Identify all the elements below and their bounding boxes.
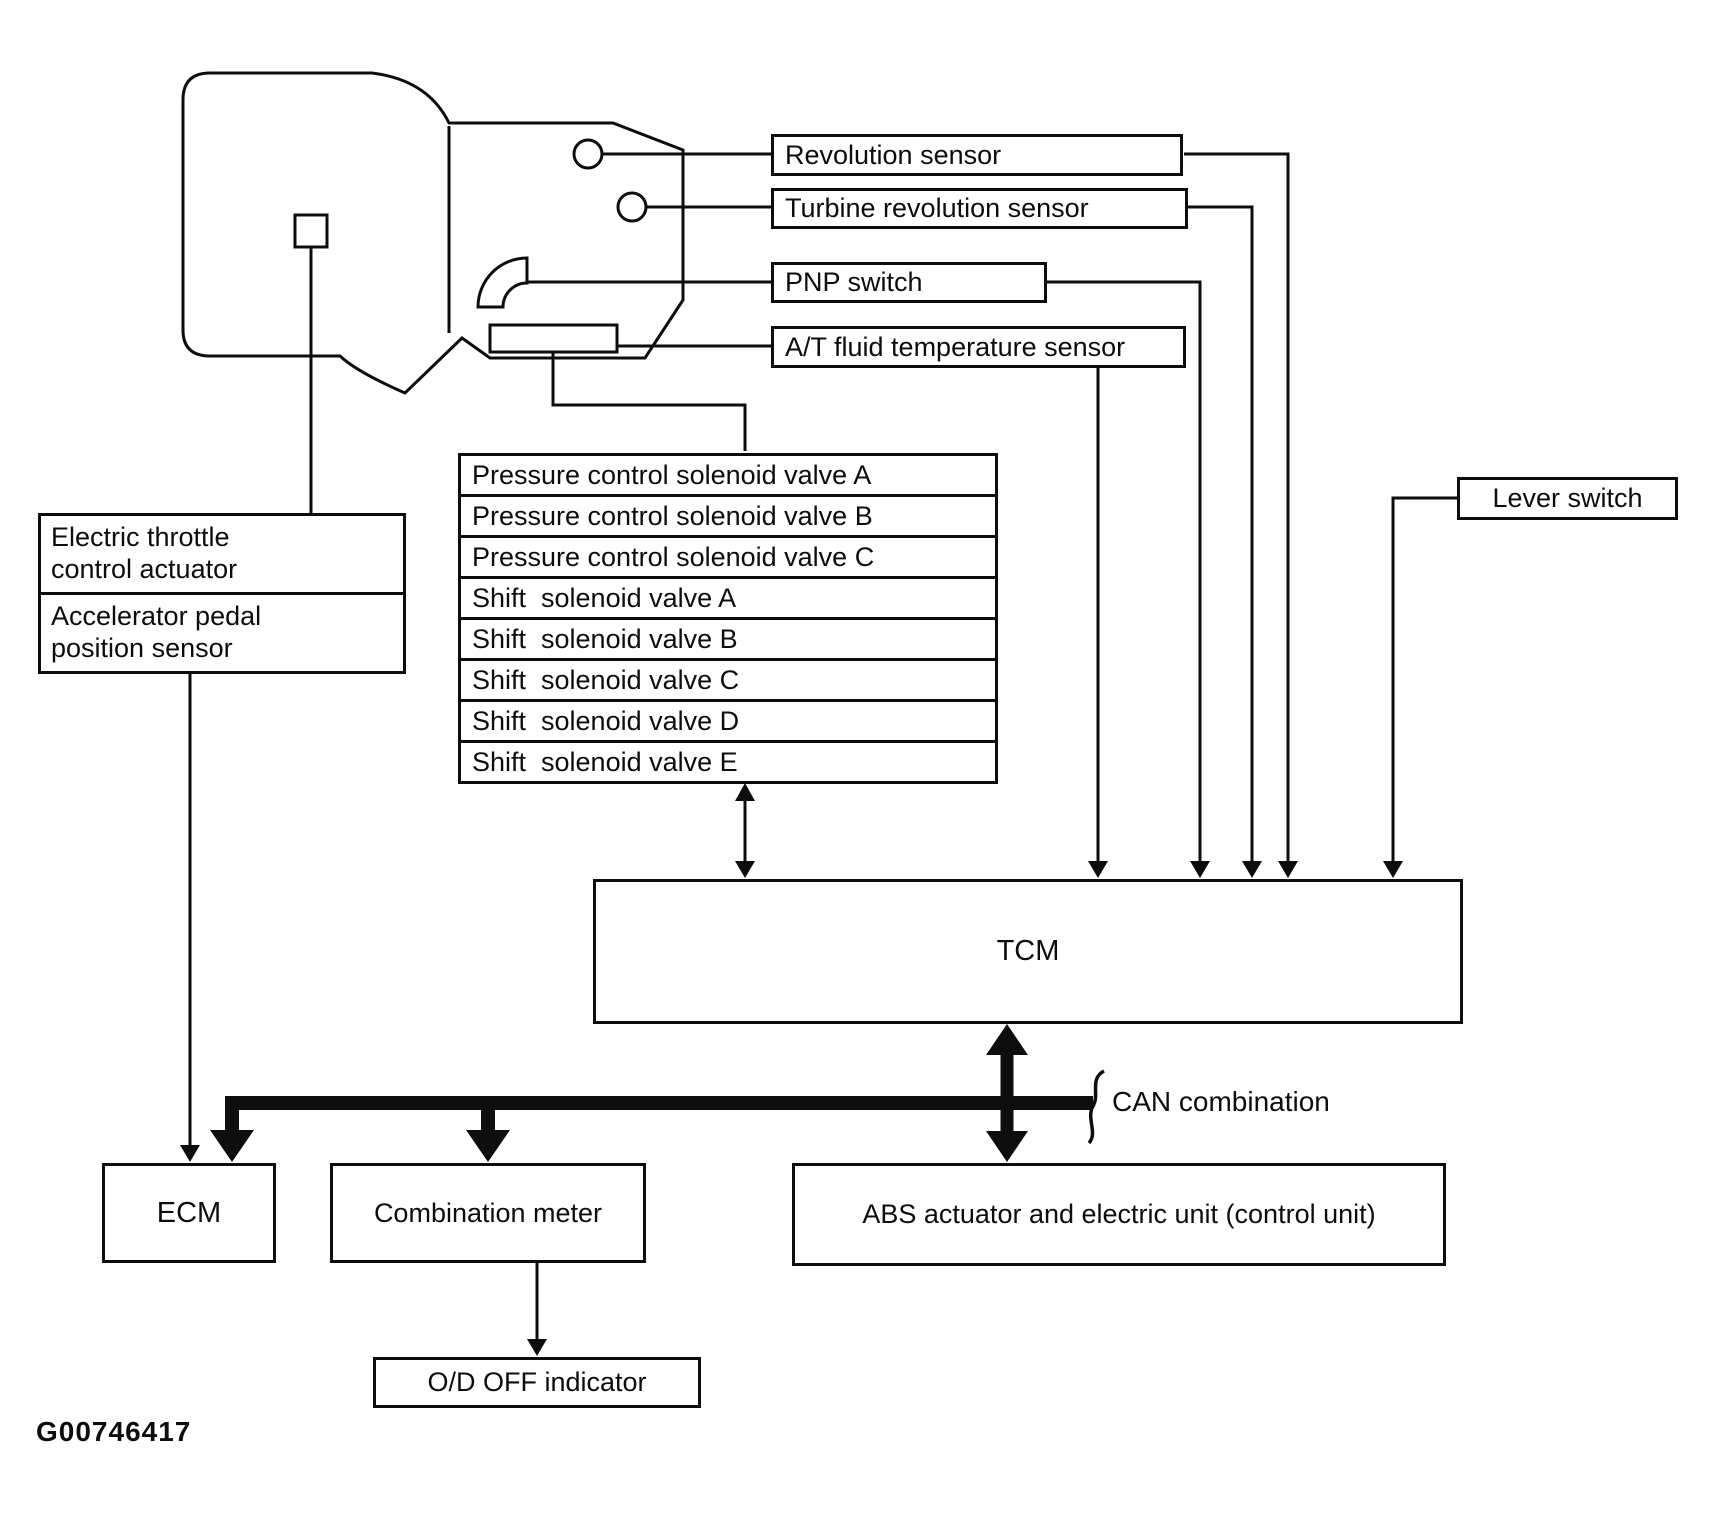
at-fluid-temp-sensor-label: A/T fluid temperature sensor — [785, 331, 1126, 362]
arrowhead-into-od — [527, 1339, 547, 1356]
arrowhead-solenoid-down — [735, 861, 755, 878]
arrowhead-turbine-tcm — [1242, 861, 1262, 878]
solenoid-row: Shift solenoid valve B — [458, 617, 998, 661]
wire-pan-to-solenoid-stack — [551, 352, 747, 451]
figure-id-code: G00746417 — [36, 1416, 192, 1447]
accelerator-pedal-line2: position sensor — [51, 632, 233, 663]
solenoid-row-label: Shift solenoid valve C — [472, 664, 740, 695]
solenoid-row-label: Shift solenoid valve D — [472, 705, 740, 736]
solenoid-row-label: Shift solenoid valve B — [472, 623, 738, 654]
can-bus — [210, 1024, 1106, 1162]
turbine-revolution-sensor-box: Turbine revolution sensor — [771, 188, 1188, 229]
can-arrowhead-ecm — [210, 1130, 254, 1162]
throttle-connector-square — [293, 213, 329, 249]
arrowhead-pnp-tcm — [1190, 861, 1210, 878]
can-arrowhead-tcm — [986, 1024, 1028, 1055]
combination-meter-box: Combination meter — [330, 1163, 646, 1263]
solenoid-row-label: Shift solenoid valve A — [472, 582, 737, 613]
pnp-switch-label: PNP switch — [785, 267, 923, 298]
solenoid-row-label: Pressure control solenoid valve A — [472, 459, 872, 490]
electric-throttle-line1: Electric throttle — [51, 522, 230, 552]
od-off-indicator-box: O/D OFF indicator — [373, 1357, 701, 1408]
arrowhead-into-ecm — [180, 1145, 200, 1162]
solenoid-row: Shift solenoid valve D — [458, 699, 998, 743]
accelerator-pedal-sensor-box: Accelerator pedal position sensor — [38, 592, 406, 674]
arrowhead-atfluid-tcm — [1088, 861, 1108, 878]
solenoid-valve-stack: Pressure control solenoid valve A Pressu… — [458, 453, 998, 784]
tcm-label: TCM — [996, 935, 1060, 968]
wire-lever-to-tcm — [1391, 496, 1457, 862]
solenoid-row-label: Pressure control solenoid valve C — [472, 541, 875, 572]
electric-throttle-line2: control actuator — [51, 553, 238, 584]
accelerator-pedal-line1: Accelerator pedal — [51, 601, 262, 631]
ecm-label: ECM — [156, 1196, 222, 1229]
can-combination-label: CAN combination — [1112, 1086, 1330, 1117]
oil-pan-rect — [488, 323, 619, 354]
can-arrowhead-abs — [986, 1131, 1028, 1162]
at-fluid-temp-sensor-box: A/T fluid temperature sensor — [771, 326, 1186, 368]
signal-arrowheads — [180, 783, 1403, 1356]
lever-switch-label: Lever switch — [1492, 483, 1643, 514]
pnp-switch-box: PNP switch — [771, 262, 1047, 303]
transmission-outline — [181, 71, 685, 395]
turbine-revolution-sensor-label: Turbine revolution sensor — [785, 193, 1089, 224]
solenoid-row-label: Pressure control solenoid valve B — [472, 500, 873, 531]
revolution-sensor-label: Revolution sensor — [785, 139, 1002, 170]
solenoid-row: Shift solenoid valve A — [458, 576, 998, 620]
wire-revolution-to-tcm — [1184, 152, 1290, 862]
abs-unit-box: ABS actuator and electric unit (control … — [792, 1163, 1446, 1266]
electric-throttle-actuator-box: Electric throttle control actuator — [38, 513, 406, 595]
od-off-indicator-label: O/D OFF indicator — [427, 1367, 647, 1398]
signal-wires — [188, 152, 1457, 1341]
lever-switch-box: Lever switch — [1457, 477, 1678, 520]
solenoid-row: Shift solenoid valve C — [458, 658, 998, 702]
can-arrowhead-combo — [466, 1130, 510, 1162]
arrowhead-lever-tcm — [1383, 861, 1403, 878]
transmission-drawing — [181, 71, 685, 395]
abs-unit-label: ABS actuator and electric unit (control … — [862, 1199, 1376, 1230]
can-label-brace — [1087, 1069, 1106, 1145]
solenoid-row: Pressure control solenoid valve A — [458, 453, 998, 497]
wire-turbine-to-tcm — [1188, 205, 1254, 862]
solenoid-row: Pressure control solenoid valve C — [458, 535, 998, 579]
combination-meter-label: Combination meter — [373, 1197, 603, 1228]
arrowhead-revolution-tcm — [1278, 861, 1298, 878]
tcm-box: TCM — [593, 879, 1463, 1024]
arrowhead-solenoid-up — [735, 783, 755, 801]
revolution-sensor-box: Revolution sensor — [771, 134, 1183, 176]
wire-pnp-to-tcm — [1047, 280, 1202, 862]
revolution-sensor-port — [572, 138, 604, 170]
pnp-switch-shape — [476, 256, 529, 309]
solenoid-row-label: Shift solenoid valve E — [472, 746, 738, 777]
solenoid-row: Pressure control solenoid valve B — [458, 494, 998, 538]
turbine-sensor-port — [616, 191, 648, 223]
solenoid-row: Shift solenoid valve E — [458, 740, 998, 784]
ecm-box: ECM — [102, 1163, 276, 1263]
